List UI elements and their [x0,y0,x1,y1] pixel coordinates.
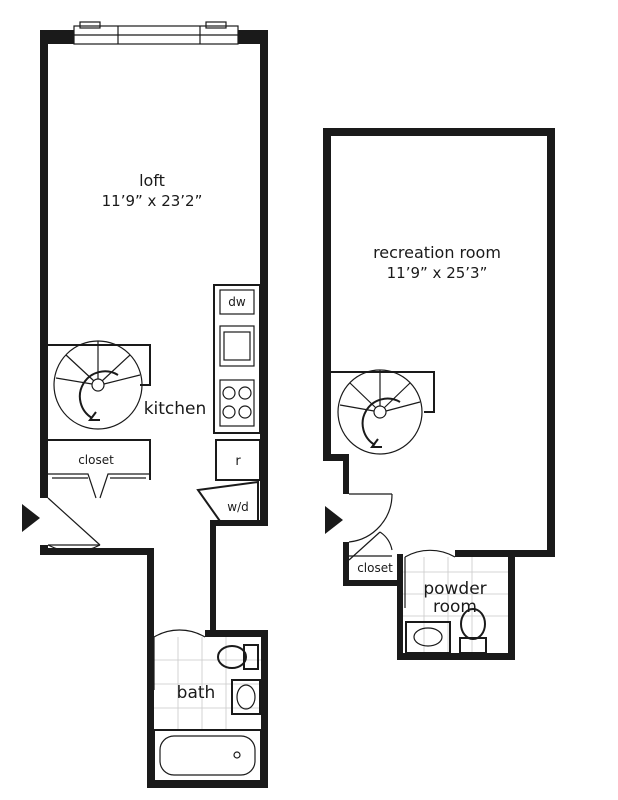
wall [343,542,349,586]
spiral-stair [48,340,151,430]
wall [547,128,555,556]
dishwasher-label: dw [228,295,246,309]
powder-tile-grid [403,557,508,653]
loft-dimensions: 11’9” x 23’2” [102,192,203,210]
wall [210,520,216,634]
recreation-unit [323,128,555,660]
wall [260,30,268,526]
closet-area [348,531,393,561]
wall [343,454,349,494]
loft-unit [22,21,268,788]
recreation-room-label: recreation room [373,243,501,262]
wall [40,30,48,440]
powder-room-label-line2: room [433,597,477,617]
sink-icon [231,679,261,715]
loft-label: loft [139,171,165,190]
washer-dryer-label: w/d [227,500,248,514]
washer-dryer-closet [196,480,259,525]
closet-area [48,439,151,499]
bath-door [153,629,206,690]
refrigerator-label: r [235,454,241,469]
bathtub-icon [153,729,262,782]
kitchen-counter [213,284,261,481]
bath-label: bath [177,683,216,703]
spiral-stair [331,369,435,455]
wall [40,440,48,498]
toilet-icon [217,644,259,670]
wall [323,128,555,136]
closet-label: closet [357,561,393,575]
entry-arrow-icon [325,506,343,534]
wall [508,554,515,660]
wall [147,548,154,788]
bath-room [153,629,262,782]
wall [455,550,555,557]
wall [323,128,331,460]
wall [40,30,74,44]
kitchen-label: kitchen [144,399,207,419]
wall [397,653,515,660]
entry-door [348,493,393,543]
entry-arrow-icon [22,504,40,532]
wall [343,580,403,586]
toilet-icon [459,608,487,654]
wall [147,781,268,788]
wall [40,548,154,555]
powder-room [403,549,508,654]
wall [205,630,268,637]
entry-door [47,497,101,552]
sink-icon [405,621,451,654]
wall [323,454,349,461]
powder-room-label-line1: powder [423,579,486,599]
powder-door [404,549,456,608]
window [73,21,239,45]
wall [261,630,268,788]
closet-label: closet [78,453,114,467]
wall [397,554,403,659]
bath-tile-grid [154,637,261,730]
recreation-room-dimensions: 11’9” x 25’3” [387,264,488,282]
